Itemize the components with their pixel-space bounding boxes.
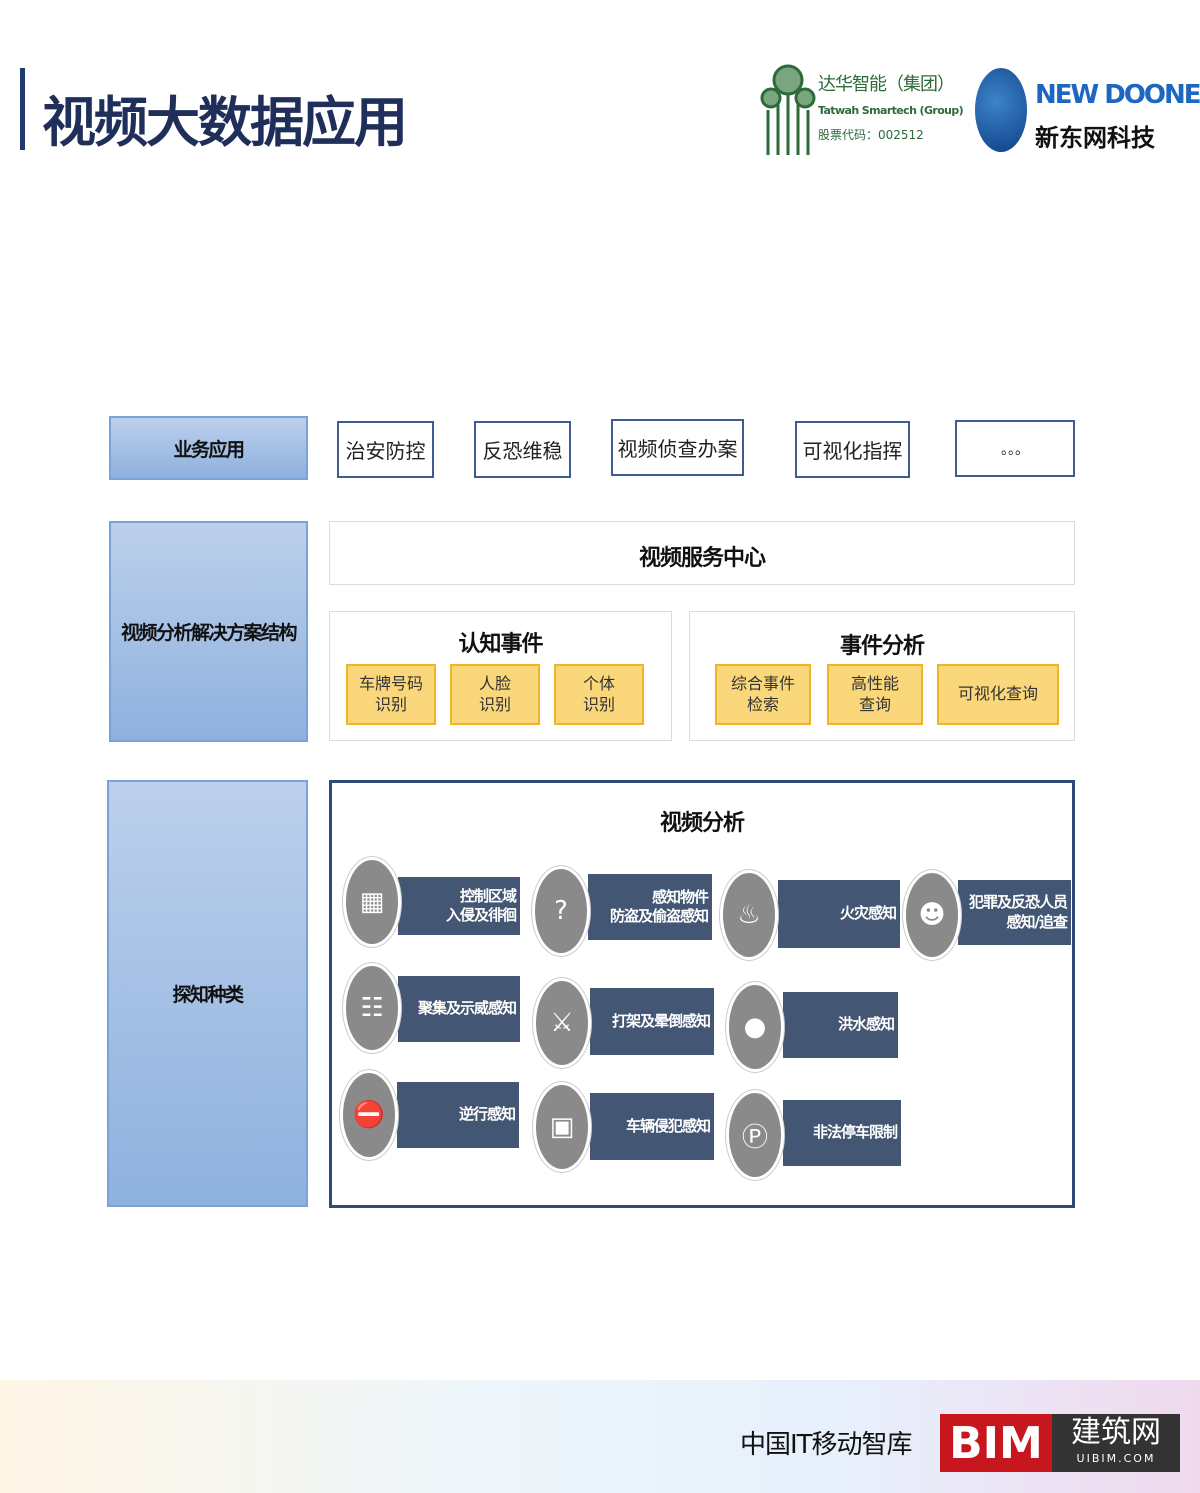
fence-intrusion-icon: ▦: [343, 857, 401, 947]
fight-icon: ⚔: [533, 978, 591, 1068]
row-solution-structure: 视频分析解决方案结构: [109, 521, 308, 742]
tatwah-stock-code: 股票代码：002512: [818, 128, 924, 142]
detection-label: 聚集及示威感知: [398, 976, 520, 1042]
no-parking-car-icon: Ⓟ: [726, 1090, 784, 1180]
detection-label: 洪水感知: [783, 992, 898, 1058]
newdoone-en: NEW DOONE: [1035, 80, 1200, 110]
face-recognition-button[interactable]: 人脸 识别: [450, 664, 540, 725]
video-service-center: 视频服务中心: [329, 521, 1075, 585]
plate-recognition-button[interactable]: 车牌号码 识别: [346, 664, 436, 725]
detection-label: 非法停车限制: [783, 1100, 901, 1166]
detection-label: 感知物件 防盗及偷盗感知: [588, 874, 712, 940]
newdoone-logo: NEW DOONE 新东网科技: [975, 64, 1200, 156]
footer-text: 中国IT移动智库: [740, 1430, 913, 1460]
cognitive-events-title: 认知事件: [458, 632, 543, 657]
detection-label: 车辆侵犯感知: [590, 1093, 714, 1160]
event-search-button[interactable]: 综合事件 检索: [715, 664, 811, 725]
app-visual-command[interactable]: 可视化指挥: [795, 421, 910, 478]
app-more[interactable]: 。。。: [955, 420, 1075, 477]
page-title: 视频大数据应用: [42, 91, 408, 154]
app-anti-terror[interactable]: 反恐维稳: [474, 421, 571, 478]
globe-icon: [975, 68, 1027, 152]
bim-cn: 建筑网: [1071, 1415, 1161, 1450]
high-performance-query-button[interactable]: 高性能 查询: [827, 664, 923, 725]
tatwah-cn: 达华智能（集团）: [818, 74, 955, 95]
event-analysis-panel: 事件分析 综合事件 检索 高性能 查询 可视化查询: [689, 611, 1075, 741]
tatwah-logo: 达华智能（集团） Tatwah Smartech (Group) 股票代码：00…: [760, 60, 965, 160]
detection-label: 控制区域 入侵及徘徊: [398, 877, 520, 935]
title-accent-bar: [20, 68, 25, 150]
row-business-apps: 业务应用: [109, 416, 308, 480]
bim-logo: BIM 建筑网 UIBIM.COM: [940, 1414, 1180, 1472]
bim-text: BIM: [940, 1414, 1052, 1472]
fire-icon: ♨: [720, 870, 778, 960]
crowd-icon: ☷: [343, 963, 401, 1053]
detection-label: 火灾感知: [778, 880, 900, 948]
newdoone-cn: 新东网科技: [1035, 124, 1155, 152]
bim-url: UIBIM.COM: [1076, 1452, 1156, 1465]
video-service-center-label: 视频服务中心: [638, 546, 766, 571]
individual-recognition-button[interactable]: 个体 识别: [554, 664, 644, 725]
no-entry-car-icon: ⛔: [340, 1070, 398, 1160]
detection-label: 逆行感知: [397, 1082, 519, 1148]
app-video-investigation[interactable]: 视频侦查办案: [611, 419, 744, 476]
question-box-icon: ?: [532, 866, 590, 956]
detection-label: 犯罪及反恐人员 感知/追查: [958, 880, 1071, 945]
detection-label: 打架及晕倒感知: [590, 988, 714, 1055]
cognitive-events-panel: 认知事件 车牌号码 识别 人脸 识别 个体 识别: [329, 611, 672, 741]
tatwah-en: Tatwah Smartech (Group): [818, 104, 964, 117]
car-pedestrian-icon: ▣: [533, 1082, 591, 1172]
app-public-security[interactable]: 治安防控: [337, 421, 434, 478]
tree-logo-icon: [760, 64, 816, 155]
event-analysis-title: 事件分析: [839, 634, 925, 659]
water-drop-icon: ●: [726, 982, 784, 1072]
row-detection-types: 探知种类: [107, 780, 308, 1207]
running-criminal-icon: ☻: [903, 870, 961, 960]
visual-query-button[interactable]: 可视化查询: [937, 664, 1059, 725]
video-analysis-title: 视频分析: [659, 811, 745, 836]
